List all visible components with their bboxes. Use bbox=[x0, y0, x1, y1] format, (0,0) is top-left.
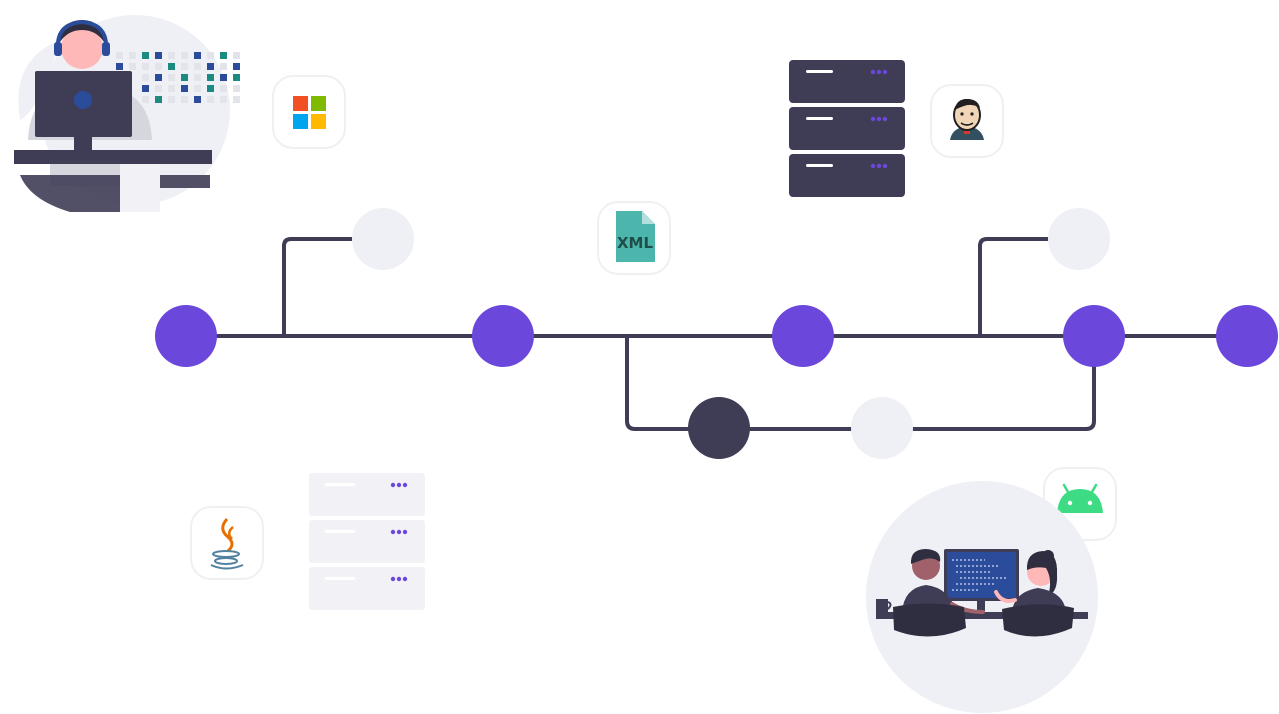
jenkins-tile bbox=[930, 84, 1004, 158]
server-unit bbox=[309, 567, 425, 610]
pipeline-node bbox=[1216, 305, 1278, 367]
xml-label: XML bbox=[617, 234, 653, 252]
branch-right bbox=[978, 237, 1048, 336]
branch-node bbox=[851, 397, 913, 459]
server-unit bbox=[309, 520, 425, 563]
windows-logo-icon bbox=[293, 96, 326, 129]
microsoft-tile bbox=[272, 75, 346, 149]
pipeline-node bbox=[772, 305, 834, 367]
pixel-grid bbox=[116, 52, 240, 103]
xml-tile: XML bbox=[597, 201, 671, 275]
branch-node bbox=[1048, 208, 1110, 270]
java-logo-icon bbox=[210, 517, 244, 570]
developers-illustration bbox=[866, 481, 1098, 713]
support-person-illustration bbox=[14, 15, 240, 212]
muted-nodes bbox=[352, 208, 1110, 459]
branch-node-dark bbox=[688, 397, 750, 459]
server-unit bbox=[789, 154, 905, 197]
pipeline-node bbox=[472, 305, 534, 367]
pipeline-node bbox=[155, 305, 217, 367]
server-unit bbox=[789, 107, 905, 150]
server-stack-light bbox=[309, 473, 425, 610]
java-tile bbox=[190, 506, 264, 580]
pipeline-node bbox=[1063, 305, 1125, 367]
server-stack-dark bbox=[789, 60, 905, 197]
server-unit bbox=[309, 473, 425, 516]
jenkins-logo-icon bbox=[950, 99, 984, 140]
android-logo-icon bbox=[1057, 483, 1103, 513]
server-unit bbox=[789, 60, 905, 103]
main-nodes bbox=[155, 305, 1278, 367]
branch-left bbox=[282, 237, 352, 336]
xml-file-icon: XML bbox=[616, 211, 655, 262]
branch-node bbox=[352, 208, 414, 270]
